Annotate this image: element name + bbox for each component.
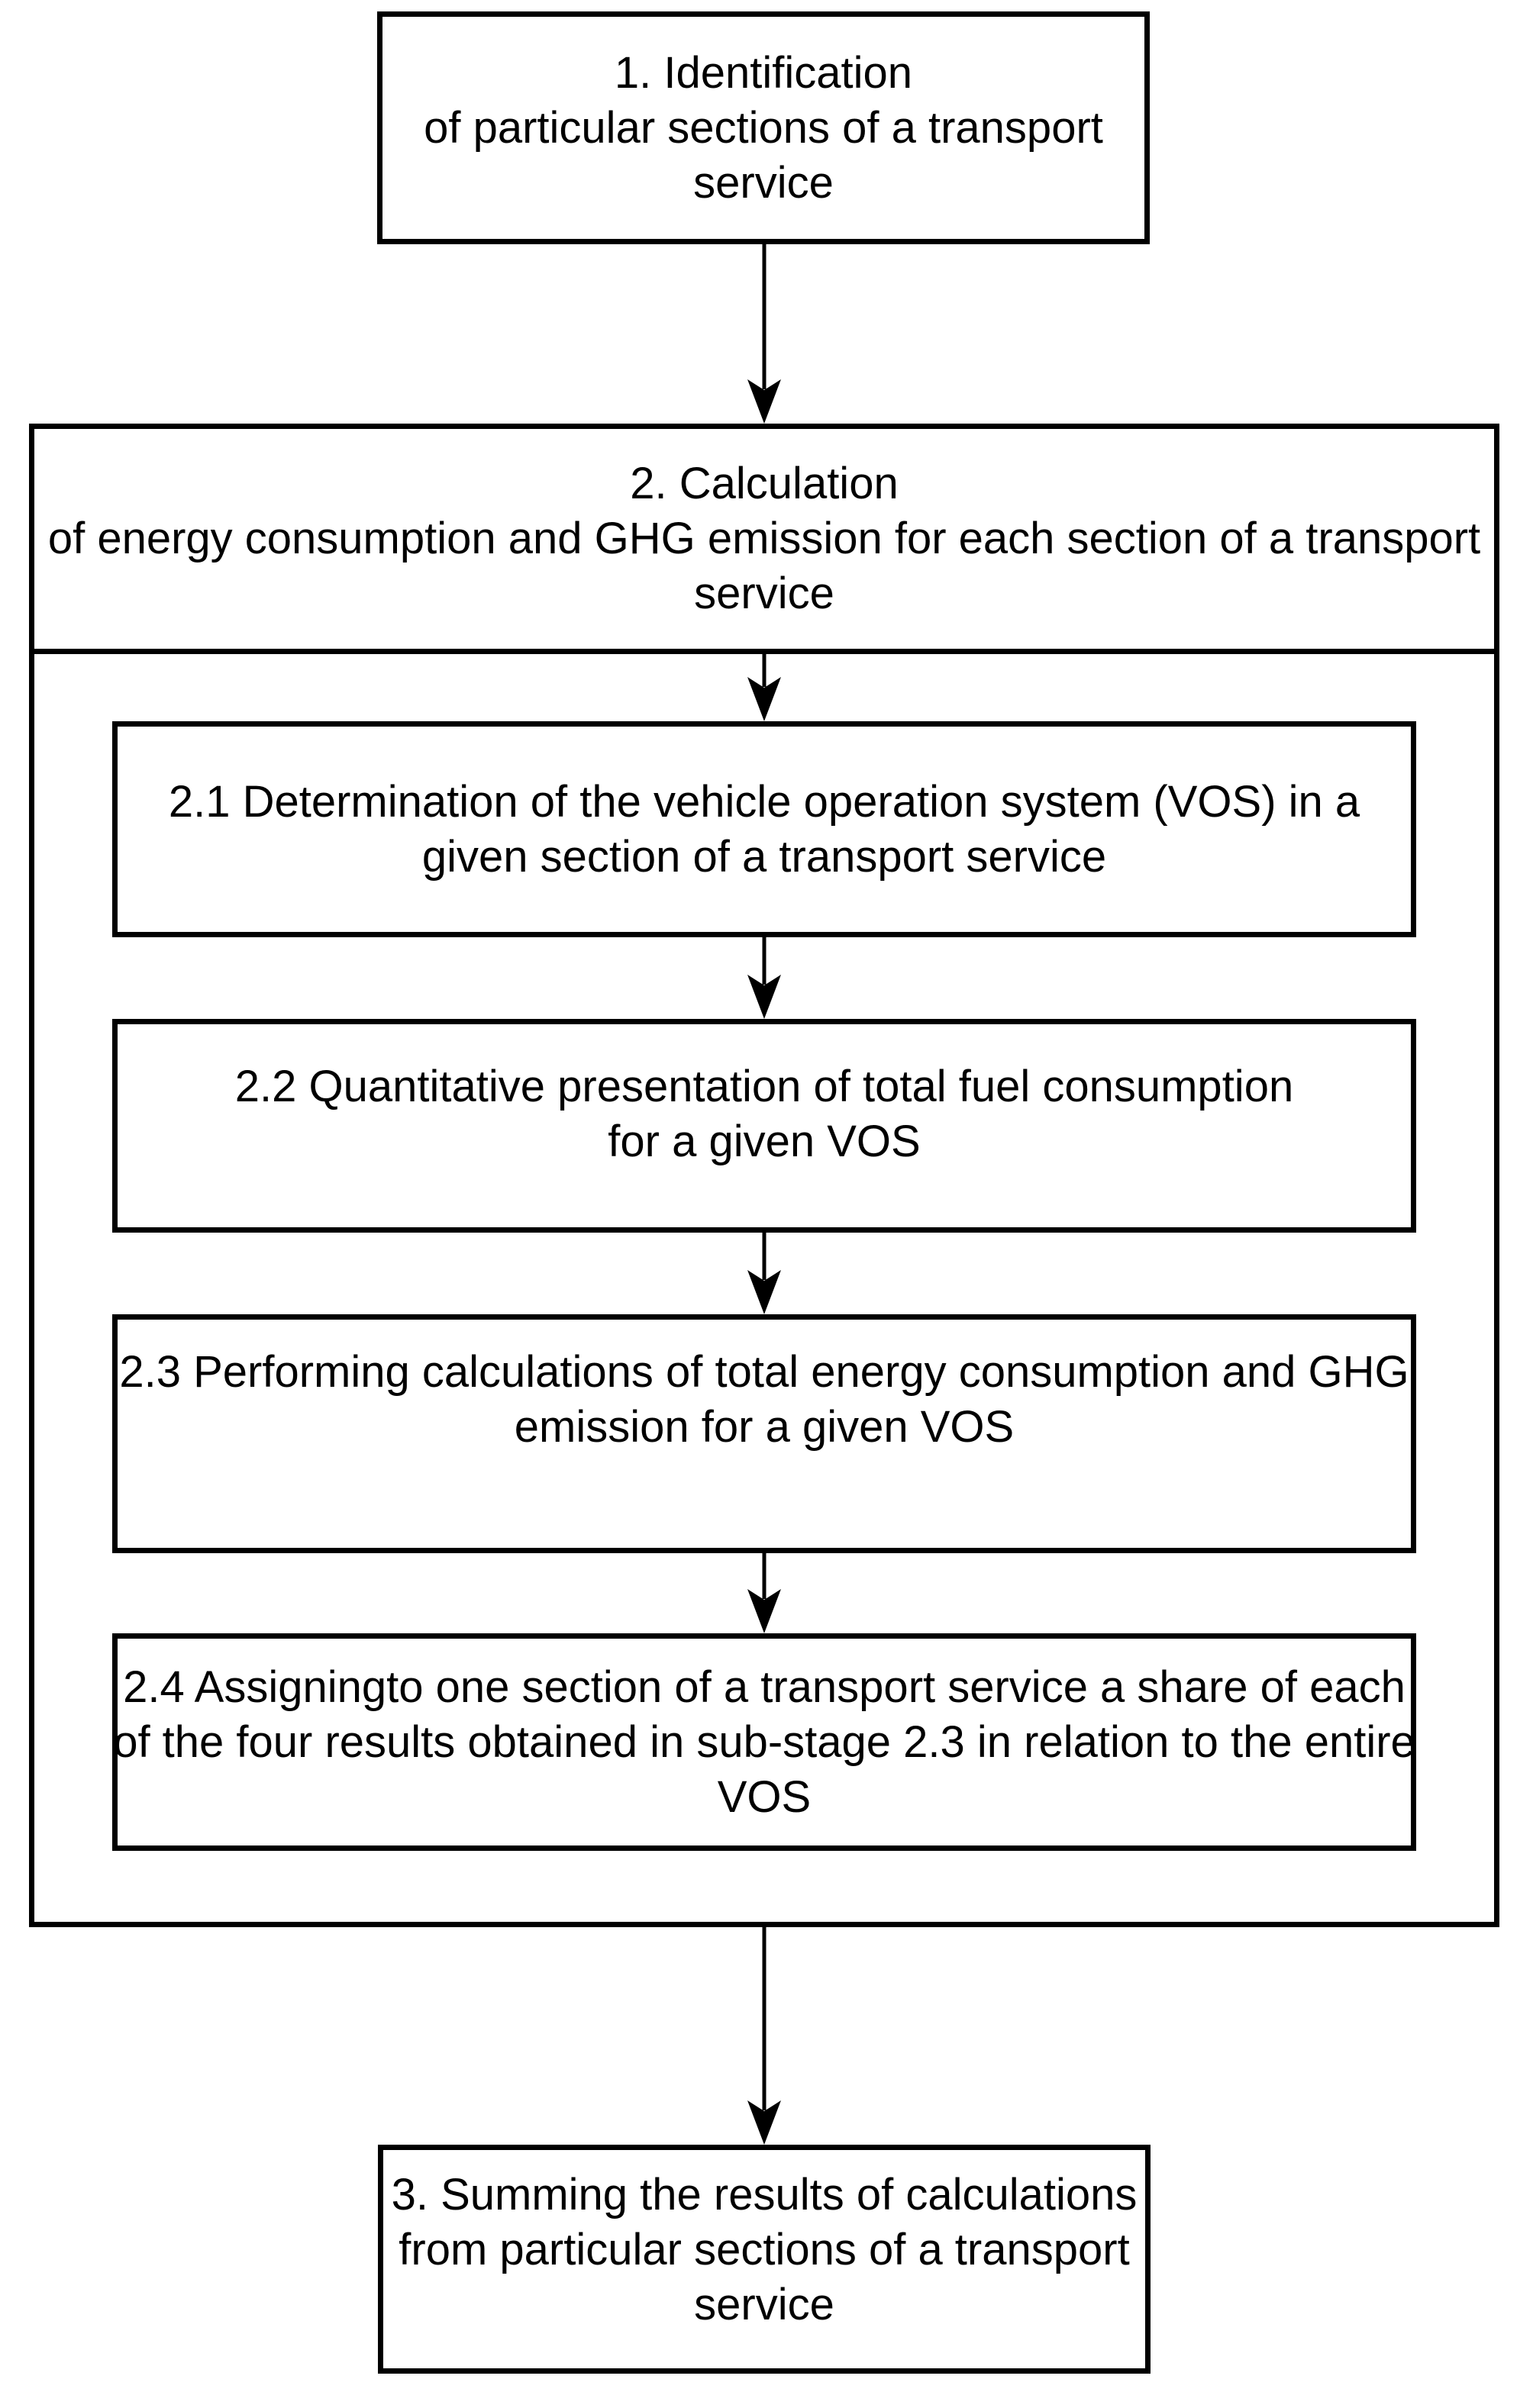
- arrow-stage2-header-to-substage-2-1: [747, 649, 781, 721]
- substage-2-4-box: 2.4 Assigningto one section of a transpo…: [112, 1633, 1416, 1851]
- substage-2-2-box: 2.2 Quantitative presentation of total f…: [112, 1019, 1416, 1233]
- stage3-text-line: 3. Summing the results of calculations: [391, 2169, 1138, 2219]
- stage3-text-line: from particular sections of a transport: [399, 2224, 1130, 2274]
- substage-2-4-text-line: of the four results obtained in sub-stag…: [113, 1717, 1415, 1767]
- arrow-substage-2-2-to-2-3: [747, 1233, 781, 1314]
- stage2-header-text-line: 2. Calculation: [630, 459, 899, 508]
- substage-2-4-text-line: 2.4 Assigningto one section of a transpo…: [123, 1662, 1406, 1712]
- substage-2-3-box: 2.3 Performing calculations of total ene…: [112, 1314, 1416, 1553]
- substage-2-3-text-line: emission for a given VOS: [514, 1401, 1015, 1452]
- substage-2-1-text-line: 2.1 Determination of the vehicle operati…: [168, 776, 1360, 827]
- substage-2-3-text-line: 2.3 Performing calculations of total ene…: [119, 1346, 1409, 1397]
- substage-2-1-text-line: given section of a transport service: [421, 831, 1107, 882]
- stage1-text-line: service: [693, 157, 834, 208]
- arrow-substage-2-3-to-2-4: [747, 1553, 781, 1633]
- arrow-substage-2-1-to-2-2: [747, 937, 781, 1019]
- arrow-stage2-to-stage3: [747, 1927, 781, 2145]
- substage-2-2-text-line: 2.2 Quantitative presentation of total f…: [234, 1062, 1294, 1111]
- arrow-stage1-to-stage2: [747, 244, 781, 424]
- stage1-text-line: 1. Identification: [614, 47, 913, 98]
- stage2-header-text-line: of energy consumption and GHG emission f…: [47, 514, 1481, 563]
- stage1-box: 1. Identification of particular sections…: [377, 11, 1150, 244]
- stage1-text-line: of particular sections of a transport: [424, 102, 1103, 153]
- stage3-box: 3. Summing the results of calculations f…: [378, 2145, 1151, 2374]
- stage3-text-line: service: [694, 2279, 834, 2329]
- stage2-header: 2. Calculation of energy consumption and…: [34, 429, 1494, 654]
- substage-2-2-text-line: for a given VOS: [608, 1117, 921, 1166]
- substage-2-1-box: 2.1 Determination of the vehicle operati…: [112, 721, 1416, 937]
- stage2-header-text-line: service: [694, 569, 834, 618]
- substage-2-4-text-line: VOS: [717, 1771, 812, 1822]
